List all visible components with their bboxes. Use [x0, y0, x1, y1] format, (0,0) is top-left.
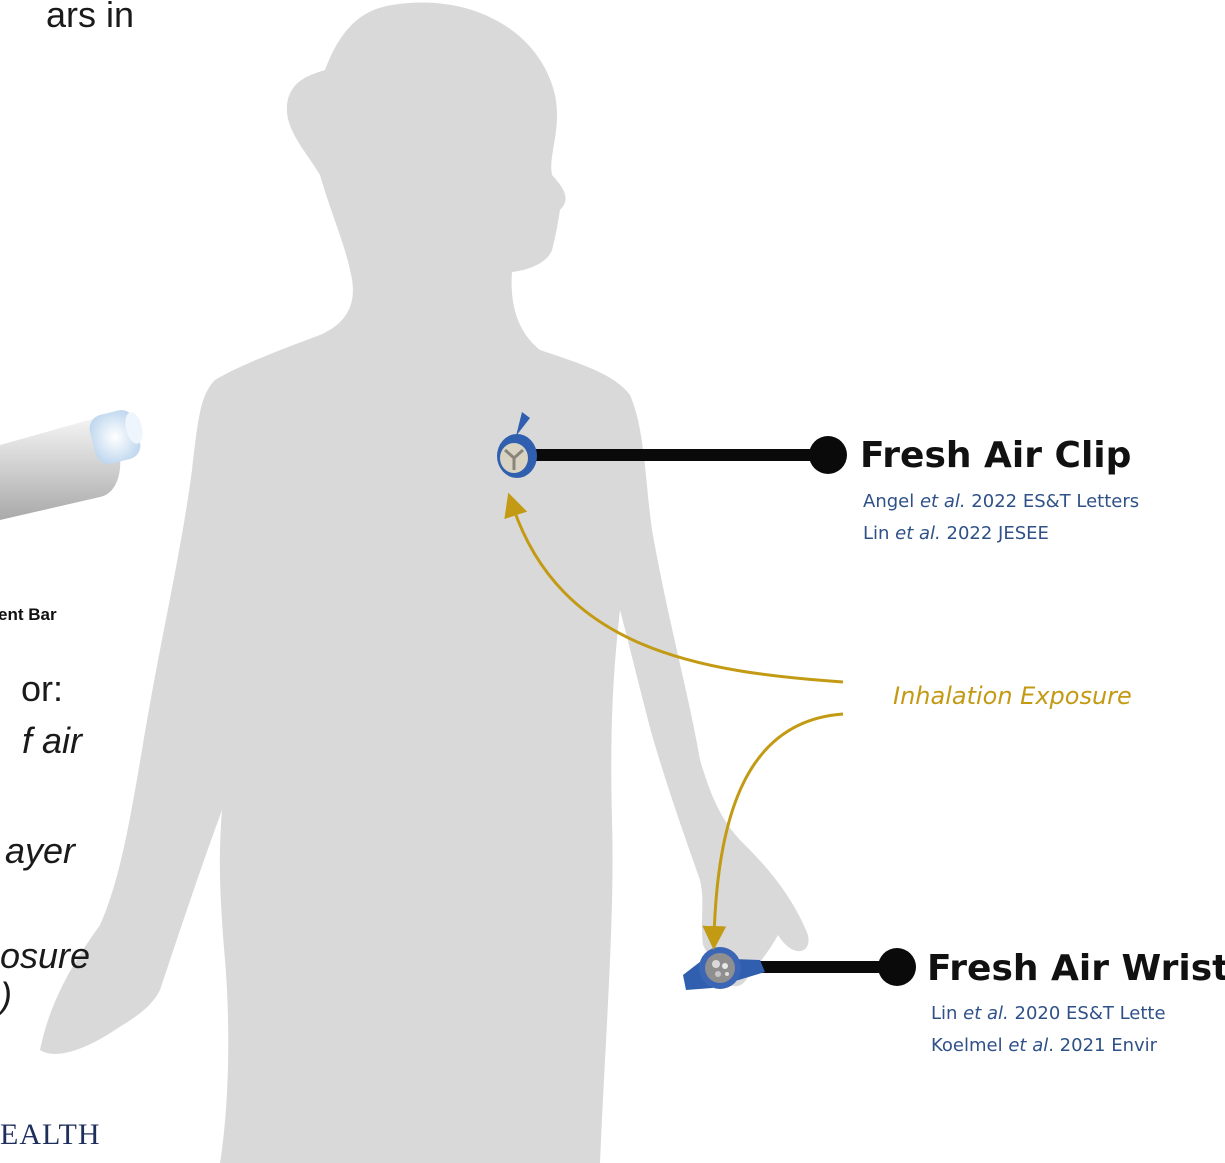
left-line-1: or:: [21, 668, 63, 710]
brand-fragment: EALTH: [0, 1118, 101, 1152]
wristband-citation-2: Koelmel et al. 2021 Envir: [931, 1035, 1157, 1056]
left-line-2: f air: [22, 720, 82, 762]
clip-citation-1: Angel et al. 2022 ES&T Letters: [863, 491, 1139, 512]
fresh-air-clip-title: Fresh Air Clip: [860, 435, 1131, 476]
clip-citation-2: Lin et al. 2022 JESEE: [863, 523, 1049, 544]
tube-label: ent Bar: [0, 605, 57, 625]
left-line-5: ): [0, 975, 12, 1017]
wristband-connector: [740, 948, 916, 986]
fresh-air-wristband-title: Fresh Air Wristb: [927, 948, 1225, 989]
left-top-fragment: ars in: [46, 0, 134, 36]
inhalation-exposure-label: Inhalation Exposure: [893, 682, 1132, 710]
left-line-3: ayer: [5, 830, 75, 872]
sampler-tube: [0, 407, 146, 520]
left-line-4: osure: [0, 935, 90, 977]
wristband-citation-1: Lin et al. 2020 ES&T Lette: [931, 1003, 1166, 1024]
